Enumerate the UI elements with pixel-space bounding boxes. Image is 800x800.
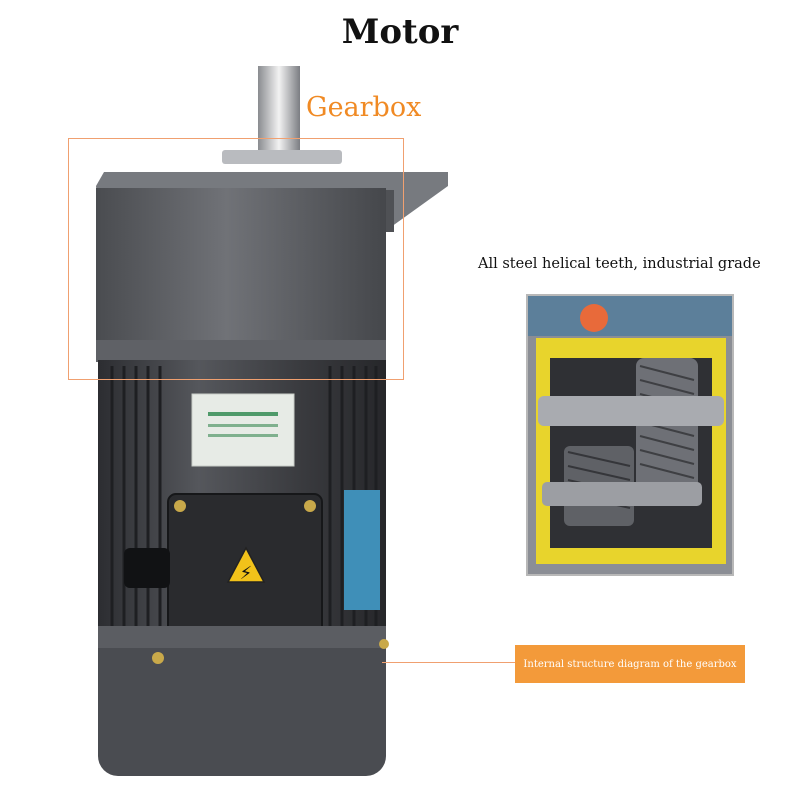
end-cap-rim [98, 626, 386, 648]
nameplate-stripe [208, 412, 278, 416]
page-title: Motor [341, 12, 459, 52]
nameplate-line [208, 434, 278, 437]
output-shaft [258, 66, 300, 158]
gearbox-highlight-box [68, 138, 404, 380]
callout-leader-line [382, 662, 516, 663]
ground-screw [152, 652, 164, 664]
cable-gland [124, 548, 170, 588]
motor-end-cap [98, 626, 386, 776]
lower-shaft [542, 482, 702, 506]
gearbox-internal-photo [526, 294, 734, 576]
warning-triangle-icon: ⚡ [226, 546, 266, 584]
upper-shaft [538, 396, 724, 426]
gearbox-label: Gearbox [306, 92, 422, 123]
svg-text:⚡: ⚡ [240, 563, 253, 584]
inset-top-panel [528, 296, 732, 336]
nameplate [191, 393, 295, 467]
gear-illustration [528, 296, 732, 574]
gearbox-rim [96, 340, 386, 362]
side-label [344, 490, 380, 610]
oil-cap [580, 304, 608, 332]
drain-screw [379, 639, 389, 649]
nameplate-line [208, 424, 278, 427]
upper-gear [636, 358, 698, 498]
callout-label: Internal structure diagram of the gearbo… [515, 645, 745, 683]
gearbox-housing [96, 188, 386, 358]
inset-caption: All steel helical teeth, industrial grad… [478, 256, 761, 272]
shaft-collar [222, 150, 342, 164]
